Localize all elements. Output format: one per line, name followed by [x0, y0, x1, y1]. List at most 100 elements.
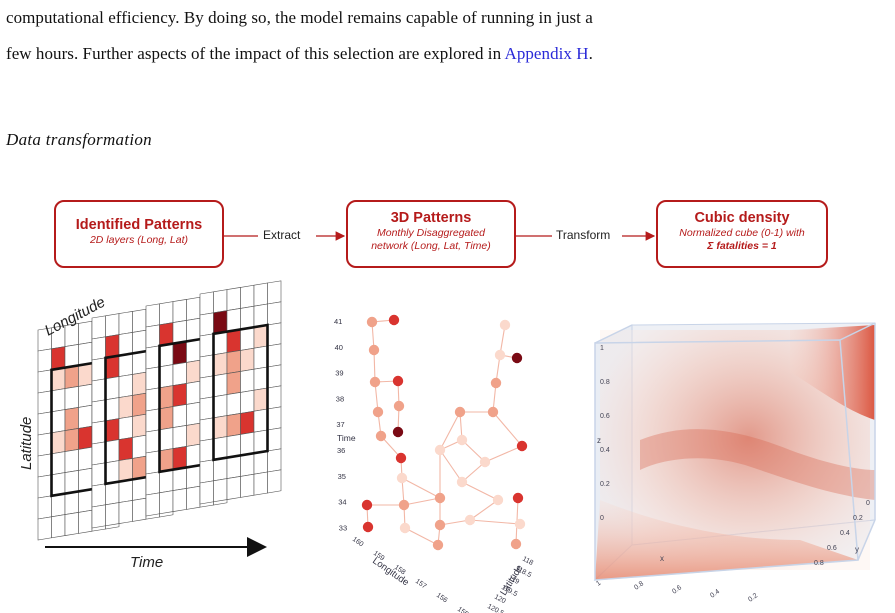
grid-cell: [118, 395, 133, 419]
network-node: [361, 499, 373, 511]
density-cloud-band: [640, 429, 875, 500]
network-latitude-tick: 120.5: [486, 603, 505, 613]
grid-cell: [118, 332, 133, 356]
transform-label: Transform: [553, 228, 614, 242]
grid-cell: [145, 387, 160, 412]
grid-cell: [186, 317, 201, 342]
grid-cell: [51, 514, 66, 539]
network-node: [454, 406, 466, 418]
grid-layer: [199, 280, 282, 505]
grid-cell: [159, 427, 174, 452]
grid-cell: [78, 488, 93, 513]
grid-cell: [226, 371, 241, 395]
cube-y-tick: 0: [866, 500, 870, 507]
cube-y-tick: 0.8: [814, 560, 824, 567]
grid-cell: [37, 369, 52, 394]
grid-cell: [37, 516, 52, 541]
grid-cell: [145, 366, 160, 391]
grid-cell: [118, 479, 133, 503]
grid-cell: [132, 476, 147, 501]
network-time-tick: 36: [337, 446, 345, 455]
cube-x-label: x: [660, 554, 664, 563]
cube-x-tick: 0.8: [633, 580, 645, 591]
network-node: [393, 400, 405, 412]
grid-cell: [105, 334, 120, 359]
cube-z-tick: 0.8: [600, 379, 610, 386]
grid-cell: [132, 497, 147, 522]
grid-cell: [199, 396, 214, 421]
network-node: [490, 377, 502, 389]
network-edge: [492, 411, 523, 447]
grid-cell: [37, 390, 52, 415]
cube-y-tick: 0.4: [840, 530, 850, 537]
grid-cell: [105, 481, 120, 506]
grid-cell: [51, 409, 66, 434]
grid-cell: [118, 437, 133, 461]
grid-cell: [226, 350, 241, 374]
grid-cell: [199, 312, 214, 337]
extract-label: Extract: [260, 228, 304, 242]
grid-cell: [213, 478, 228, 503]
grid-cell: [159, 469, 174, 494]
grid-cell: [186, 443, 201, 468]
grid-cell: [186, 401, 201, 426]
grid-cell: [159, 385, 174, 410]
paragraph-line-2: few hours. Further aspects of the impact…: [6, 36, 891, 72]
network-edge: [484, 445, 523, 463]
network-node: [398, 499, 410, 511]
grid-cell: [172, 320, 187, 344]
grid-cell: [240, 389, 255, 414]
time-axis-label: Time: [130, 554, 163, 571]
network-node: [510, 538, 522, 550]
layer-highlight-frame: [212, 323, 269, 462]
network-time-tick: 39: [335, 369, 343, 378]
network-time-tick: 35: [338, 472, 346, 481]
grid-cell: [118, 500, 133, 524]
grid-cell: [91, 399, 106, 424]
network-edge: [439, 449, 463, 483]
network-node: [362, 521, 374, 533]
grid-cell: [186, 485, 201, 510]
identified-patterns-subtitle: 2D layers (Long, Lat): [89, 234, 189, 246]
grid-cell: [172, 299, 187, 323]
network-node: [396, 472, 408, 484]
density-cloud-bottom: [595, 500, 858, 580]
paragraph: computational efficiency. By doing so, t…: [6, 0, 891, 72]
grid-cell: [145, 324, 160, 349]
grid-cell: [51, 367, 66, 392]
grid-cell: [240, 305, 255, 330]
grid-cell: [91, 504, 106, 529]
grid-cell: [226, 329, 241, 353]
grid-cell: [172, 446, 187, 470]
grid-cell: [253, 471, 268, 496]
cube-z-tick: 0: [600, 515, 604, 522]
grid-cell: [78, 467, 93, 492]
grid-cell: [91, 420, 106, 445]
network-edge: [461, 481, 499, 501]
grid-cell: [78, 509, 93, 534]
grid-cell: [213, 289, 228, 314]
network-node: [494, 349, 506, 361]
network-edge: [439, 411, 461, 451]
grid-cell: [240, 452, 255, 477]
grid-cell: [118, 374, 133, 398]
3d-patterns-subtitle-2: network (Long, Lat, Time): [371, 240, 491, 252]
network-node: [369, 376, 381, 388]
grid-cell: [267, 280, 282, 305]
network-node: [464, 514, 476, 526]
grid-cell: [213, 352, 228, 377]
grid-cell: [213, 436, 228, 461]
grid-cell: [267, 448, 282, 473]
grid-cell: [172, 362, 187, 386]
network-node: [434, 444, 446, 456]
grid-cell: [64, 344, 79, 368]
network-node: [388, 314, 400, 326]
3d-patterns-box: 3D Patterns Monthly Disaggregated networ…: [346, 200, 516, 268]
grid-cell: [91, 462, 106, 487]
appendix-h-link[interactable]: Appendix H: [504, 44, 589, 63]
cube-z-tick: 1: [600, 345, 604, 352]
network-time-tick: 33: [339, 523, 347, 532]
cube-z-label: z: [597, 436, 601, 445]
network-node: [432, 539, 444, 551]
network-time-label: Time: [337, 433, 356, 443]
